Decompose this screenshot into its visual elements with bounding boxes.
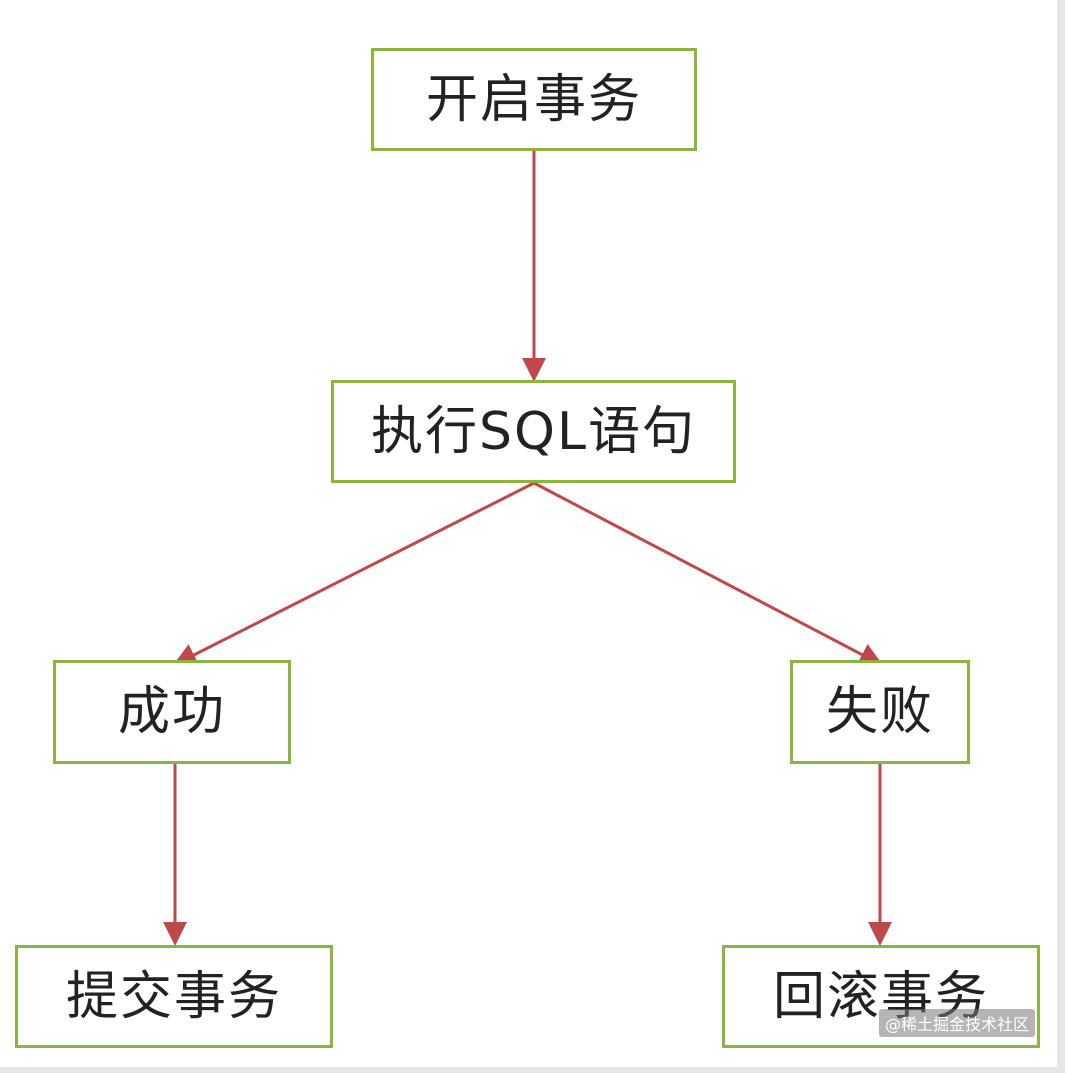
edge-execute-to-failure xyxy=(533,481,884,666)
node-success-label: 成功 xyxy=(117,682,226,742)
node-failure-label: 失败 xyxy=(825,682,934,742)
watermark: @稀土掘金技术社区 xyxy=(878,1009,1035,1037)
node-execute-sql: 执行SQL语句 xyxy=(331,380,736,483)
node-start-transaction-label: 开启事务 xyxy=(425,69,642,130)
edge-execute-to-success xyxy=(172,481,535,666)
node-success: 成功 xyxy=(53,660,291,764)
node-start-transaction: 开启事务 xyxy=(371,48,697,151)
node-failure: 失败 xyxy=(790,660,970,764)
node-execute-sql-label: 执行SQL语句 xyxy=(371,401,696,462)
node-commit-transaction-label: 提交事务 xyxy=(65,966,282,1027)
node-commit-transaction: 提交事务 xyxy=(15,945,333,1048)
